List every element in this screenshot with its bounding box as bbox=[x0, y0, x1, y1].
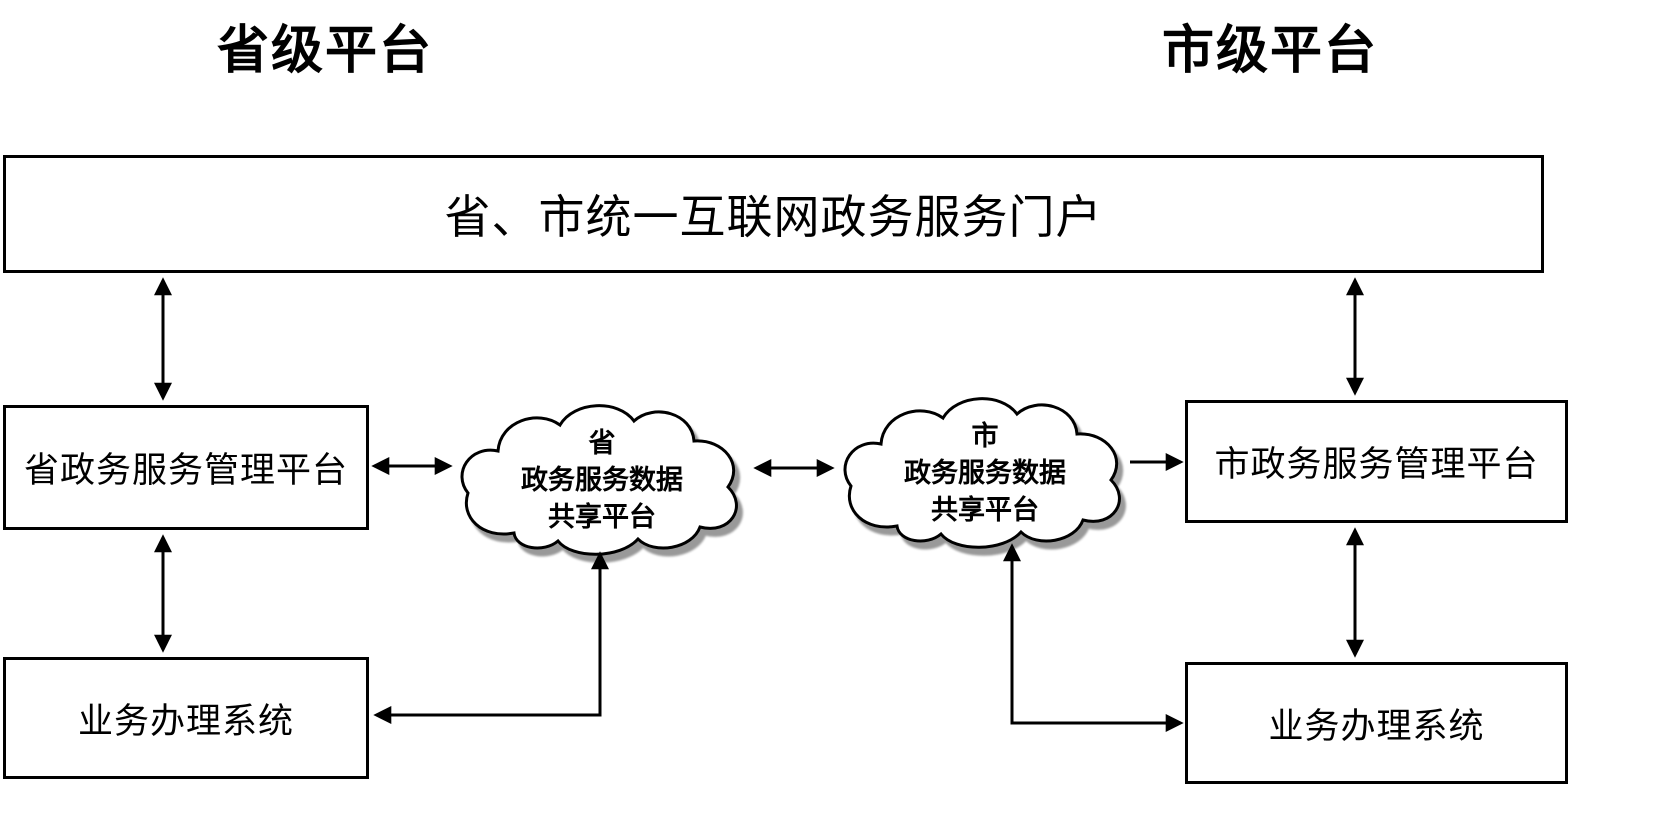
title-provincial-platform: 省级平台 bbox=[216, 21, 433, 81]
province-business-system-label: 业务办理系统 bbox=[77, 701, 294, 742]
arrow-city-cloud-business-elbow bbox=[1003, 543, 1184, 732]
title-municipal-platform: 市级平台 bbox=[1161, 21, 1378, 81]
city-business-system-label: 业务办理系统 bbox=[1268, 706, 1485, 747]
city-cloud-line1: 市 bbox=[971, 420, 999, 452]
province-business-system-box: 业务办理系统 bbox=[3, 657, 369, 779]
city-business-system-box: 业务办理系统 bbox=[1185, 662, 1568, 784]
province-data-sharing-cloud: 省 政务服务数据 共享平台 bbox=[452, 395, 752, 565]
city-cloud-line2: 政务服务数据 bbox=[904, 457, 1066, 489]
portal-box: 省、市统一互联网政务服务门户 bbox=[3, 155, 1544, 273]
province-cloud-label: 省 政务服务数据 共享平台 bbox=[452, 395, 752, 565]
province-management-box: 省政务服务管理平台 bbox=[3, 405, 369, 530]
province-cloud-line2: 政务服务数据 bbox=[521, 464, 683, 496]
province-cloud-line1: 省 bbox=[588, 427, 616, 459]
cloud-shape-icon bbox=[460, 404, 738, 556]
city-management-label: 市政务服务管理平台 bbox=[1214, 445, 1539, 485]
portal-box-label: 省、市统一互联网政务服务门户 bbox=[444, 190, 1103, 244]
province-management-label: 省政务服务管理平台 bbox=[23, 451, 348, 491]
cloud-shape-icon bbox=[843, 397, 1121, 549]
city-management-box: 市政务服务管理平台 bbox=[1185, 400, 1568, 523]
city-cloud-line3: 共享平台 bbox=[931, 494, 1039, 526]
arrow-province-cloud-business-elbow bbox=[373, 551, 609, 724]
city-data-sharing-cloud: 市 政务服务数据 共享平台 bbox=[835, 388, 1135, 558]
city-cloud-label: 市 政务服务数据 共享平台 bbox=[835, 388, 1135, 558]
province-cloud-line3: 共享平台 bbox=[548, 501, 656, 533]
